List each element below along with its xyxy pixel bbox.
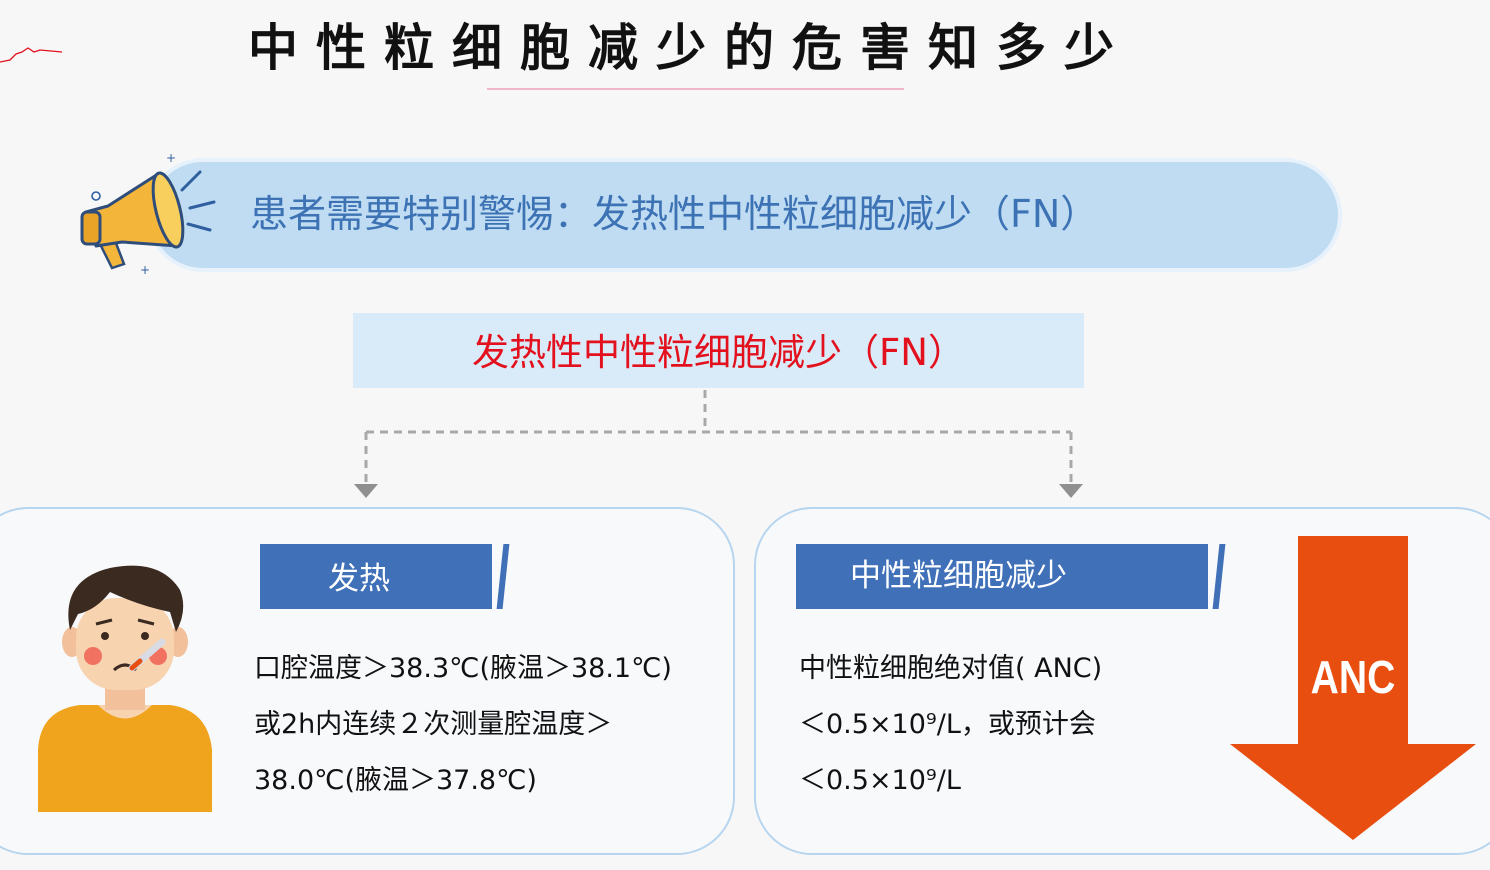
warning-banner [150, 162, 1338, 268]
fever-line-2: 或2h内连续２次测量腔温度＞ [254, 709, 613, 740]
neutropenia-line-3: ＜0.5×10⁹/L [799, 765, 961, 796]
heartbeat-line-icon [0, 47, 63, 63]
fn-box-text: 发热性中性粒细胞减少（FN） [472, 331, 965, 374]
arrow-down-left-icon [354, 484, 378, 498]
banner-text: 患者需要特别警惕：发热性中性粒细胞减少（FN） [250, 192, 1099, 236]
anc-arrow-label: ANC [1310, 651, 1396, 703]
arrow-down-right-icon [1059, 484, 1083, 498]
fever-tag-bar [260, 544, 492, 609]
neutropenia-line-2: ＜0.5×10⁹/L，或预计会 [799, 709, 1096, 740]
fever-line-3: 38.0℃(腋温＞37.8℃) [254, 765, 537, 796]
title-underline [487, 88, 904, 90]
page-title: 中性粒细胞减少的危害知多少 [248, 19, 1132, 77]
branch-connector [354, 390, 1083, 498]
neutropenia-tag-bar [796, 544, 1208, 609]
neutropenia-line-1: 中性粒细胞绝对值( ANC) [799, 653, 1103, 684]
neutropenia-tag-label: 中性粒细胞减少 [850, 558, 1067, 594]
fever-line-1: 口腔温度＞38.3℃(腋温＞38.1℃) [254, 653, 672, 684]
svg-text:+: + [166, 151, 176, 165]
down-arrow-icon [1230, 536, 1476, 840]
fn-box [353, 313, 1084, 388]
fever-tag-label: 发热 [328, 561, 390, 597]
svg-text:+: + [140, 263, 150, 277]
sick-person-with-thermometer-icon [38, 565, 212, 812]
megaphone-icon: + + [80, 151, 216, 277]
